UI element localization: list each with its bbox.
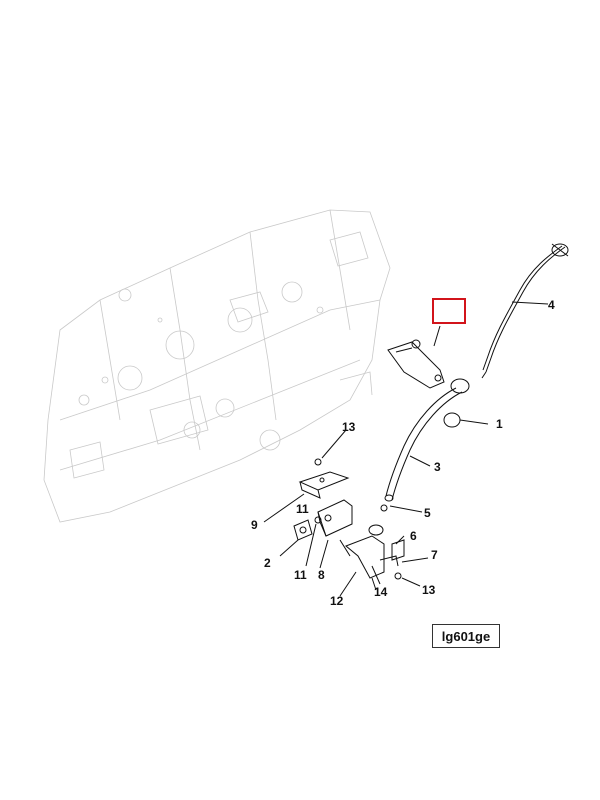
dipstick-part-4 <box>481 243 569 379</box>
highlighted-callout-10 <box>432 298 466 324</box>
leader-9 <box>263 493 305 523</box>
callout-11-lower: 11 <box>294 568 307 582</box>
leader-6 <box>395 535 405 545</box>
washer-part-11 <box>314 516 322 524</box>
leader-5 <box>389 505 423 513</box>
o-ring-part-5 <box>380 504 388 512</box>
leader-1 <box>459 419 489 425</box>
leader-7 <box>401 557 429 563</box>
leader-13a <box>321 429 347 459</box>
clamp-part-6 <box>391 539 405 561</box>
callout-13-lower: 13 <box>422 583 436 597</box>
dipstick-tube-part-3 <box>384 378 470 502</box>
leader-14 <box>371 565 381 585</box>
callout-6: 6 <box>410 529 417 543</box>
plate-part-9 <box>298 458 350 499</box>
callout-4: 4 <box>548 298 555 312</box>
leader-3 <box>409 455 431 467</box>
leader-8 <box>319 539 329 569</box>
callout-9: 9 <box>251 518 258 532</box>
bracket-part-10 <box>387 339 445 389</box>
reference-code-label: lg601ge <box>441 628 491 644</box>
callout-7: 7 <box>431 548 438 562</box>
callout-14: 14 <box>374 585 388 599</box>
callout-13-upper: 13 <box>342 420 356 434</box>
callout-1: 1 <box>496 417 503 431</box>
leader-10 <box>433 325 441 347</box>
callout-11-upper: 11 <box>296 502 309 516</box>
callout-3: 3 <box>434 460 441 474</box>
figure-reference-code: lg601ge <box>432 624 500 648</box>
leader-12 <box>339 571 357 597</box>
bracket-part-8 <box>317 499 353 537</box>
leader-11b <box>305 523 317 567</box>
callout-12: 12 <box>330 594 344 608</box>
bolt-part-13 <box>394 572 402 580</box>
seal-ring-part-1 <box>443 412 461 428</box>
leader-2 <box>279 539 299 557</box>
callout-5: 5 <box>424 506 431 520</box>
callout-8: 8 <box>318 568 325 582</box>
leader-13b <box>401 577 421 587</box>
leader-4 <box>511 301 549 305</box>
gasket-part-2 <box>293 519 313 541</box>
clip-part-7 <box>379 555 399 567</box>
callout-2: 2 <box>264 556 271 570</box>
suction-tube-part-12 <box>339 524 385 591</box>
